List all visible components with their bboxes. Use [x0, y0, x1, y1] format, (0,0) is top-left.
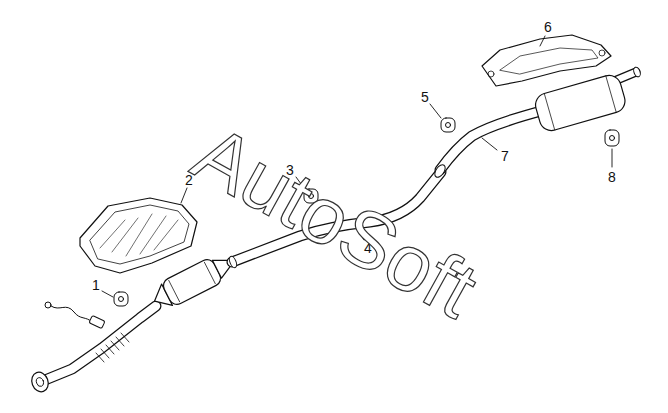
heat-shield: [80, 198, 197, 273]
oxygen-sensor: [45, 302, 105, 329]
watermark: AutoSoft: [181, 113, 488, 332]
heat-shield: [482, 35, 611, 86]
callout-number: 8: [608, 170, 616, 184]
rear-pipe: [433, 66, 642, 179]
callout-number: 5: [421, 90, 429, 104]
catalytic-converter: [148, 250, 236, 313]
front-pipe: [29, 306, 156, 394]
muffler: [533, 73, 628, 134]
callout-number: 1: [92, 278, 100, 292]
callout-number: 6: [544, 20, 552, 34]
callout-number: 7: [501, 149, 509, 163]
